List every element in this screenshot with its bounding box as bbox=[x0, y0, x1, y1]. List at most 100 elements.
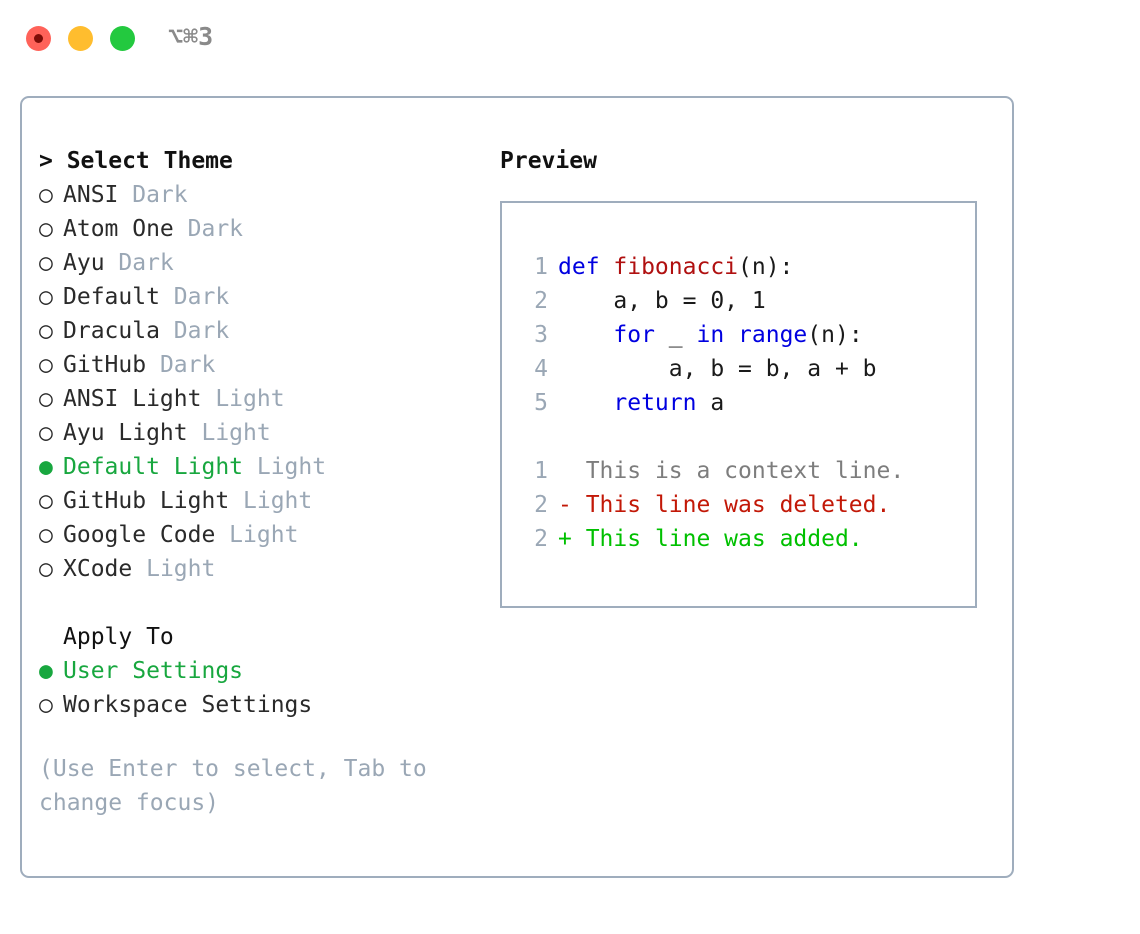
diff-text: This line was added. bbox=[585, 526, 863, 552]
code-line: 3 for _ in range(n): bbox=[524, 318, 975, 352]
line-number: 3 bbox=[534, 322, 548, 348]
theme-list-item[interactable]: ○Ayu Dark bbox=[39, 246, 494, 280]
keyboard-shortcut-label: ⌥⌘3 bbox=[168, 22, 214, 51]
code-line: 4 a, b = b, a + b bbox=[524, 352, 975, 386]
radio-unselected-icon: ○ bbox=[39, 386, 53, 412]
diff-spacer bbox=[524, 420, 975, 454]
theme-name: Default bbox=[63, 284, 160, 310]
radio-unselected-icon: ○ bbox=[39, 250, 53, 276]
radio-unselected-icon: ○ bbox=[39, 556, 53, 582]
theme-list-item[interactable]: ○ ANSI Light Light bbox=[39, 382, 494, 416]
theme-variant-tag: Light bbox=[229, 488, 313, 514]
line-number: 1 bbox=[534, 458, 548, 484]
diff-sample: 1 This is a context line.2- This line wa… bbox=[524, 454, 975, 556]
theme-list-panel: > Select Theme ○ANSI Dark○Atom One Dark○… bbox=[39, 144, 494, 820]
diff-marker: - bbox=[558, 492, 586, 518]
preview-title: Preview bbox=[500, 148, 597, 174]
diff-line: 2 + This line was added. bbox=[524, 522, 975, 556]
code-token: a, b = b, a + b bbox=[558, 356, 877, 382]
code-line: 1 def fibonacci(n): bbox=[524, 250, 975, 284]
code-line: 5 return a bbox=[524, 386, 975, 420]
line-number: 4 bbox=[534, 356, 548, 382]
code-token bbox=[558, 322, 613, 348]
diff-marker bbox=[558, 458, 586, 484]
code-token: in bbox=[696, 322, 725, 348]
radio-unselected-icon: ○ bbox=[39, 420, 53, 446]
theme-name: Google Code bbox=[63, 522, 216, 548]
diff-line: 1 This is a context line. bbox=[524, 454, 975, 488]
theme-list-item[interactable]: ○ANSI Dark bbox=[39, 178, 494, 212]
radio-selected-icon: ● bbox=[39, 658, 53, 684]
theme-name: Dracula bbox=[63, 318, 160, 344]
line-number: 2 bbox=[534, 526, 548, 552]
title-bar: ⌥⌘3 bbox=[0, 0, 1140, 80]
line-number: 5 bbox=[534, 390, 548, 416]
radio-unselected-icon: ○ bbox=[39, 352, 53, 378]
theme-variant-tag: Light bbox=[187, 420, 271, 446]
apply-to-label: Workspace Settings bbox=[63, 692, 313, 718]
theme-variant-tag: Dark bbox=[118, 182, 188, 208]
theme-name: Ayu Light bbox=[63, 420, 188, 446]
diff-text: This line was deleted. bbox=[585, 492, 891, 518]
line-number: 2 bbox=[534, 492, 548, 518]
theme-list-item[interactable]: ○ Google Code Light bbox=[39, 518, 494, 552]
code-token: fibonacci bbox=[613, 254, 739, 280]
code-line: 2 a, b = 0, 1 bbox=[524, 284, 975, 318]
diff-marker: + bbox=[558, 526, 586, 552]
radio-unselected-icon: ○ bbox=[39, 284, 53, 310]
theme-list-item[interactable]: ○ Ayu Light Light bbox=[39, 416, 494, 450]
radio-unselected-icon: ○ bbox=[39, 182, 53, 208]
theme-variant-tag: Light bbox=[243, 454, 327, 480]
code-token: (n): bbox=[738, 254, 794, 280]
close-button[interactable] bbox=[26, 26, 51, 51]
line-number: 2 bbox=[534, 288, 548, 314]
code-token: range bbox=[738, 322, 808, 348]
apply-to-option[interactable]: ○ Workspace Settings bbox=[39, 688, 494, 722]
apply-to-option[interactable]: ●User Settings bbox=[39, 654, 494, 688]
theme-name: GitHub Light bbox=[63, 488, 230, 514]
maximize-button[interactable] bbox=[110, 26, 135, 51]
radio-unselected-icon: ○ bbox=[39, 692, 53, 718]
radio-unselected-icon: ○ bbox=[39, 318, 53, 344]
code-token: def bbox=[558, 254, 614, 280]
theme-selector-dialog: > Select Theme ○ANSI Dark○Atom One Dark○… bbox=[20, 96, 1014, 878]
radio-unselected-icon: ○ bbox=[39, 216, 53, 242]
line-number: 1 bbox=[534, 254, 548, 280]
theme-name: ANSI Light bbox=[63, 386, 202, 412]
minimize-button[interactable] bbox=[68, 26, 93, 51]
theme-variant-tag: Dark bbox=[159, 318, 230, 344]
window-controls bbox=[26, 26, 135, 51]
theme-variant-tag: Dark bbox=[173, 216, 244, 242]
theme-variant-tag: Dark bbox=[159, 284, 230, 310]
theme-list-header: > Select Theme bbox=[39, 148, 233, 174]
theme-list-item[interactable]: ○ XCode Light bbox=[39, 552, 494, 586]
code-token: a bbox=[696, 390, 725, 416]
theme-name: GitHub bbox=[63, 352, 147, 378]
theme-list-item[interactable]: ○Atom One Dark bbox=[39, 212, 494, 246]
theme-list-item[interactable]: ○ Default Dark bbox=[39, 280, 494, 314]
radio-unselected-icon: ○ bbox=[39, 522, 53, 548]
code-token: a, b = 0, 1 bbox=[558, 288, 766, 314]
close-icon bbox=[34, 34, 43, 43]
theme-variant-tag: Light bbox=[215, 522, 299, 548]
theme-list-item[interactable]: ○GitHub Dark bbox=[39, 348, 494, 382]
theme-variant-tag: Light bbox=[132, 556, 216, 582]
code-token: return bbox=[613, 390, 697, 416]
theme-list-item[interactable]: ○ Dracula Dark bbox=[39, 314, 494, 348]
list-spacer bbox=[39, 586, 494, 620]
theme-list-item[interactable]: ○ GitHub Light Light bbox=[39, 484, 494, 518]
theme-name: XCode bbox=[63, 556, 133, 582]
code-token: _ bbox=[654, 322, 697, 348]
theme-list: ○ANSI Dark○Atom One Dark○Ayu Dark○Defaul… bbox=[39, 178, 494, 586]
diff-line: 2- This line was deleted. bbox=[524, 488, 975, 522]
radio-unselected-icon: ○ bbox=[39, 488, 53, 514]
theme-list-item[interactable]: ●Default Light Light bbox=[39, 450, 494, 484]
theme-variant-tag: Light bbox=[201, 386, 285, 412]
keyboard-hint-text: (Use Enter to select, Tab to change focu… bbox=[39, 756, 427, 816]
apply-to-header: Apply To bbox=[63, 624, 174, 650]
theme-name: Ayu bbox=[63, 250, 105, 276]
diff-text: This is a context line. bbox=[585, 458, 905, 484]
code-token bbox=[724, 322, 738, 348]
